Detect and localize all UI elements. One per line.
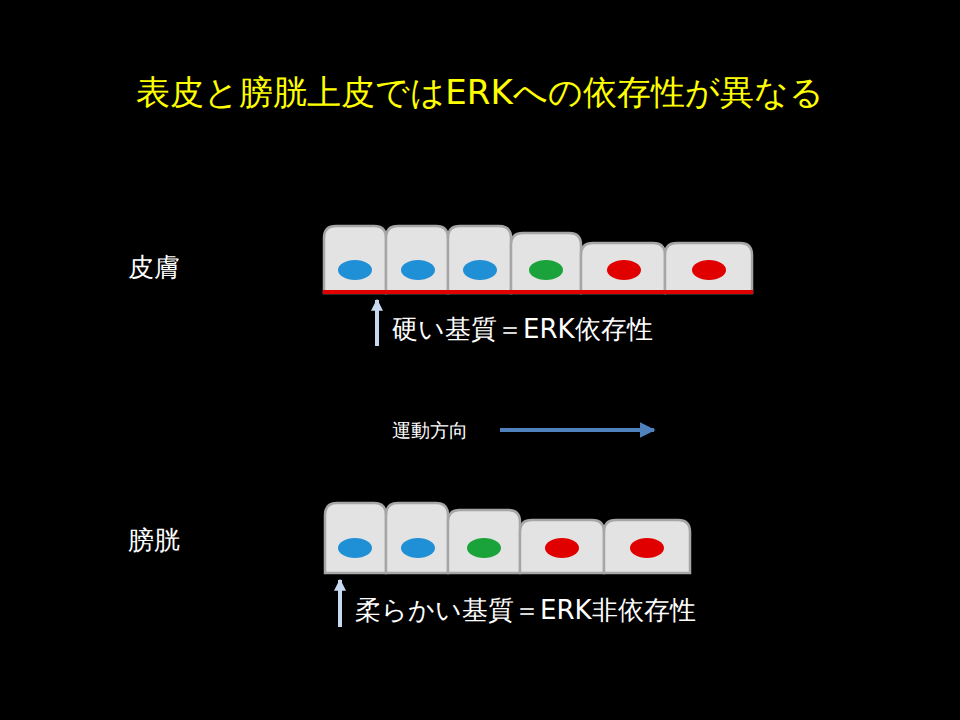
skin-cells bbox=[324, 226, 752, 293]
pointer-arrow bbox=[338, 580, 342, 627]
substrate-note: 柔らかい基質＝ERK非依存性 bbox=[355, 595, 696, 626]
direction-arrow bbox=[500, 428, 654, 432]
substrate-note: 硬い基質＝ERK依存性 bbox=[392, 314, 653, 345]
slide-title: 表皮と膀胱上皮ではERKへの依存性が異なる bbox=[136, 72, 823, 113]
stiff-substrate bbox=[323, 290, 753, 294]
skin-nuclei bbox=[338, 260, 726, 280]
bladder-cells bbox=[325, 503, 690, 573]
bladder-nuclei bbox=[338, 538, 664, 558]
row-label: 膀胱 bbox=[128, 525, 180, 556]
direction-label: 運動方向 bbox=[392, 419, 468, 442]
row-label: 皮膚 bbox=[128, 252, 180, 283]
pointer-arrow bbox=[375, 300, 379, 346]
